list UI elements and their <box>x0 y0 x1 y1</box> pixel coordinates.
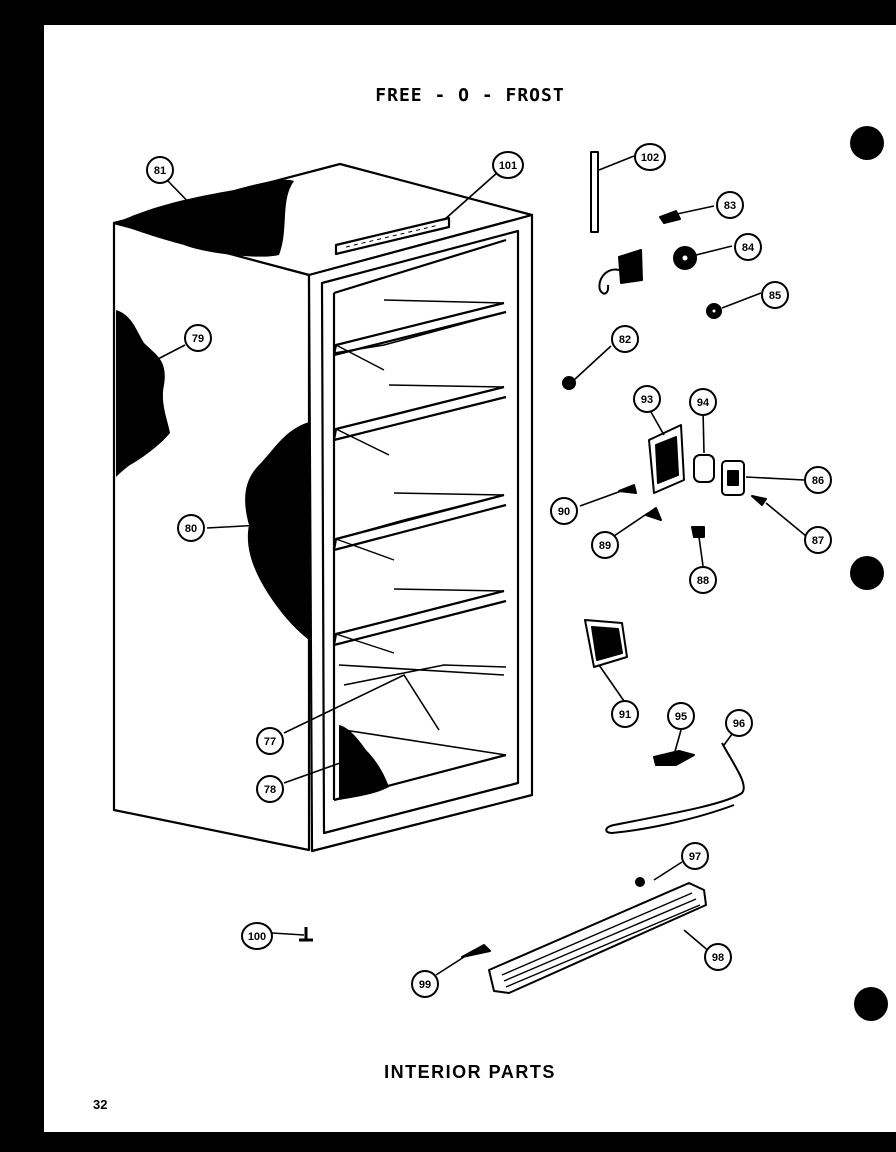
svg-text:77: 77 <box>264 736 276 748</box>
callout-80: 80 <box>177 514 205 542</box>
diagram-title: FREE - O - FROST <box>375 85 565 106</box>
callout-89: 89 <box>591 531 619 559</box>
svg-text:81: 81 <box>154 165 166 177</box>
callout-102: 102 <box>634 143 666 171</box>
svg-text:97: 97 <box>689 851 701 863</box>
callout-86: 86 <box>804 466 832 494</box>
callout-95: 95 <box>667 702 695 730</box>
svg-text:94: 94 <box>697 397 710 409</box>
svg-text:79: 79 <box>192 333 204 345</box>
binder-hole-middle <box>850 556 884 590</box>
callout-82: 82 <box>611 325 639 353</box>
svg-text:95: 95 <box>675 711 687 723</box>
loose-parts <box>299 151 767 994</box>
callout-98: 98 <box>704 943 732 971</box>
svg-text:86: 86 <box>812 475 824 487</box>
callout-leaders <box>155 155 807 976</box>
svg-text:87: 87 <box>812 535 824 547</box>
callout-85: 85 <box>761 281 789 309</box>
callout-88: 88 <box>689 566 717 594</box>
section-title: INTERIOR PARTS <box>384 1062 556 1082</box>
callout-83: 83 <box>716 191 744 219</box>
svg-text:100: 100 <box>248 931 266 943</box>
svg-text:85: 85 <box>769 290 781 302</box>
callout-96: 96 <box>725 709 753 737</box>
exploded-parts-drawing: 81 101 102 83 84 85 79 82 93 94 86 80 90… <box>112 143 832 998</box>
svg-text:98: 98 <box>712 952 724 964</box>
svg-text:84: 84 <box>742 242 755 254</box>
callout-97: 97 <box>681 842 709 870</box>
callout-91: 91 <box>611 700 639 728</box>
callout-bubbles: 81 101 102 83 84 85 79 82 93 94 86 80 90… <box>146 143 832 998</box>
svg-text:93: 93 <box>641 394 653 406</box>
callout-90: 90 <box>550 497 578 525</box>
svg-text:96: 96 <box>733 718 745 730</box>
callout-94: 94 <box>689 388 717 416</box>
callout-100: 100 <box>241 922 273 950</box>
freezer-cabinet <box>112 162 534 853</box>
svg-text:82: 82 <box>619 334 631 346</box>
svg-text:101: 101 <box>499 160 517 172</box>
parts-diagram-page: FREE - O - FROST <box>44 25 896 1132</box>
svg-text:89: 89 <box>599 540 611 552</box>
svg-text:99: 99 <box>419 979 431 991</box>
svg-text:80: 80 <box>185 523 197 535</box>
callout-87: 87 <box>804 526 832 554</box>
callout-101: 101 <box>492 151 524 179</box>
page-number: 32 <box>93 1097 108 1112</box>
binder-hole-bottom <box>854 987 888 1021</box>
svg-text:88: 88 <box>697 575 709 587</box>
callout-99: 99 <box>411 970 439 998</box>
svg-text:83: 83 <box>724 200 736 212</box>
svg-text:90: 90 <box>558 506 570 518</box>
callout-77: 77 <box>256 727 284 755</box>
callout-78: 78 <box>256 775 284 803</box>
svg-text:102: 102 <box>641 152 659 164</box>
callout-79: 79 <box>184 324 212 352</box>
svg-text:78: 78 <box>264 784 276 796</box>
svg-text:91: 91 <box>619 709 631 721</box>
callout-84: 84 <box>734 233 762 261</box>
binder-hole-top <box>850 126 884 160</box>
callout-81: 81 <box>146 156 174 184</box>
callout-93: 93 <box>633 385 661 413</box>
